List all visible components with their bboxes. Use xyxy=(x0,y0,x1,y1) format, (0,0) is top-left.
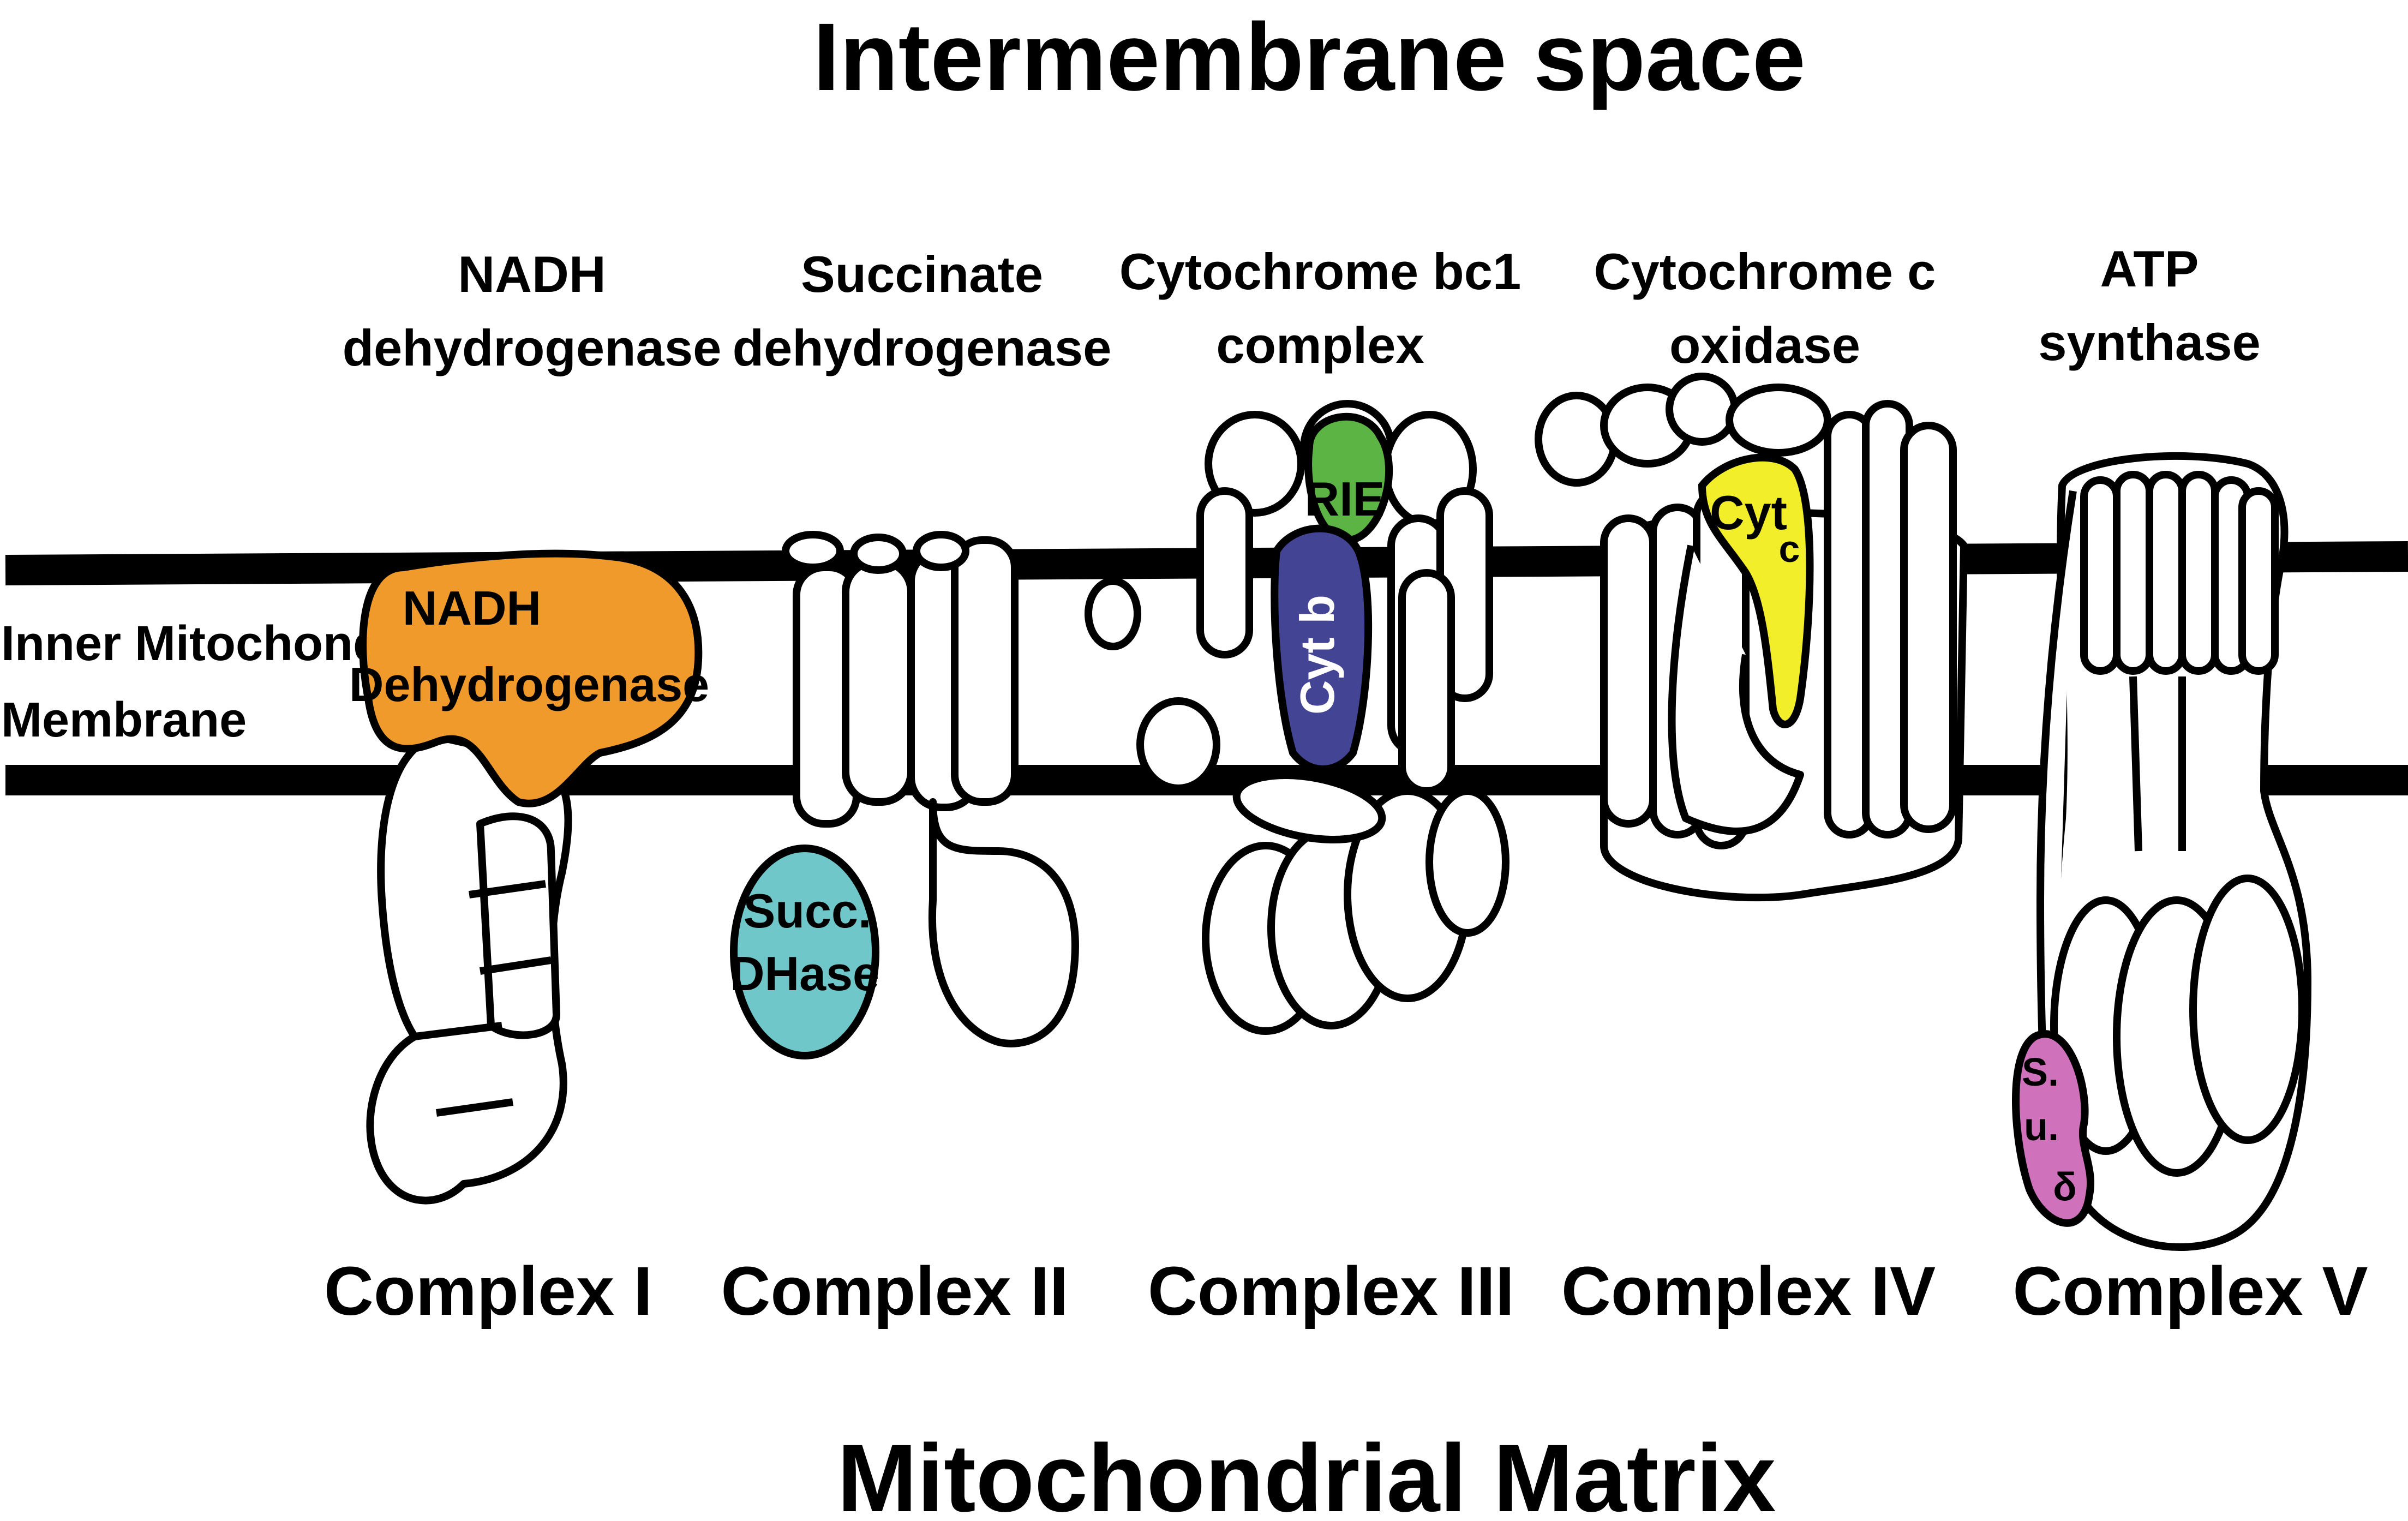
rie-highlight xyxy=(1304,412,1393,544)
nadh-dehydrogenase-highlight xyxy=(359,549,703,807)
complex-v-name-line1: ATP xyxy=(2100,240,2199,297)
complex-iv-name-line1: Cytochrome c xyxy=(1594,243,1936,300)
complex-iv-shape: Cyt c xyxy=(1535,373,1968,902)
complex-ii-name-line1: Succinate xyxy=(801,245,1043,303)
complex-i-highlight-line1: NADH xyxy=(403,581,541,635)
complex-iv-highlight-sub: c xyxy=(1779,528,1800,570)
complex-v-highlight-line2: u. xyxy=(2024,1105,2059,1149)
complex-iii-name-line2: complex xyxy=(1216,316,1424,374)
membrane-label-line2: Membrane xyxy=(1,693,247,747)
intermembrane-space-label: Intermembrane space xyxy=(813,4,1805,111)
complex-i-arm-subunit xyxy=(476,812,560,1039)
complex-v-highlight-line1: S. xyxy=(2022,1051,2059,1094)
delta-subunit-highlight xyxy=(2012,1030,2095,1227)
complex-i-name-line1: NADH xyxy=(458,245,606,303)
complex-i-highlight-line2: Dehydrogenase xyxy=(349,657,709,711)
cyt-b-highlight xyxy=(1271,524,1373,773)
complex-iii-name-line1: Cytochrome bc1 xyxy=(1119,243,1522,300)
complex-iv-name-line2: oxidase xyxy=(1669,316,1860,374)
complex-ii-name-line2: dehydrogenase xyxy=(733,319,1112,376)
succinate-dehydrogenase-highlight xyxy=(730,845,879,1059)
complex-iv-highlight-text: Cyt xyxy=(1710,486,1787,540)
cyt-c-highlight xyxy=(1698,453,1814,728)
complex-v-name-line2: synthase xyxy=(2038,314,2261,371)
complex-ii-highlight-line2: DHase xyxy=(730,947,879,1001)
complex-v-shape: S. u. δ xyxy=(2012,452,2311,1251)
complex-v-label: Complex V xyxy=(2012,1253,2368,1330)
complex-i-name-line2: dehydrogenase xyxy=(343,319,722,376)
mitochondrial-matrix-label: Mitochondrial Matrix xyxy=(837,1425,1776,1521)
complex-ii-highlight-line1: Succ. xyxy=(744,884,872,938)
complex-i-label: Complex I xyxy=(324,1253,652,1330)
complex-iv-label: Complex IV xyxy=(1561,1253,1936,1330)
complex-ii-label: Complex II xyxy=(721,1253,1068,1330)
complex-iii-shape: RIE Cyt b xyxy=(1136,400,1510,1035)
complex-i-shape: NADH Dehydrogenase xyxy=(349,549,709,1205)
complex-ii-shape: Succ. DHase xyxy=(730,531,1141,1059)
complex-iii-label: Complex III xyxy=(1148,1253,1514,1330)
complex-iii-highlight-rie: RIE xyxy=(1305,472,1385,526)
complex-iii-highlight-cytb: Cyt b xyxy=(1290,595,1344,715)
complex-v-highlight-line3: δ xyxy=(2053,1165,2077,1209)
